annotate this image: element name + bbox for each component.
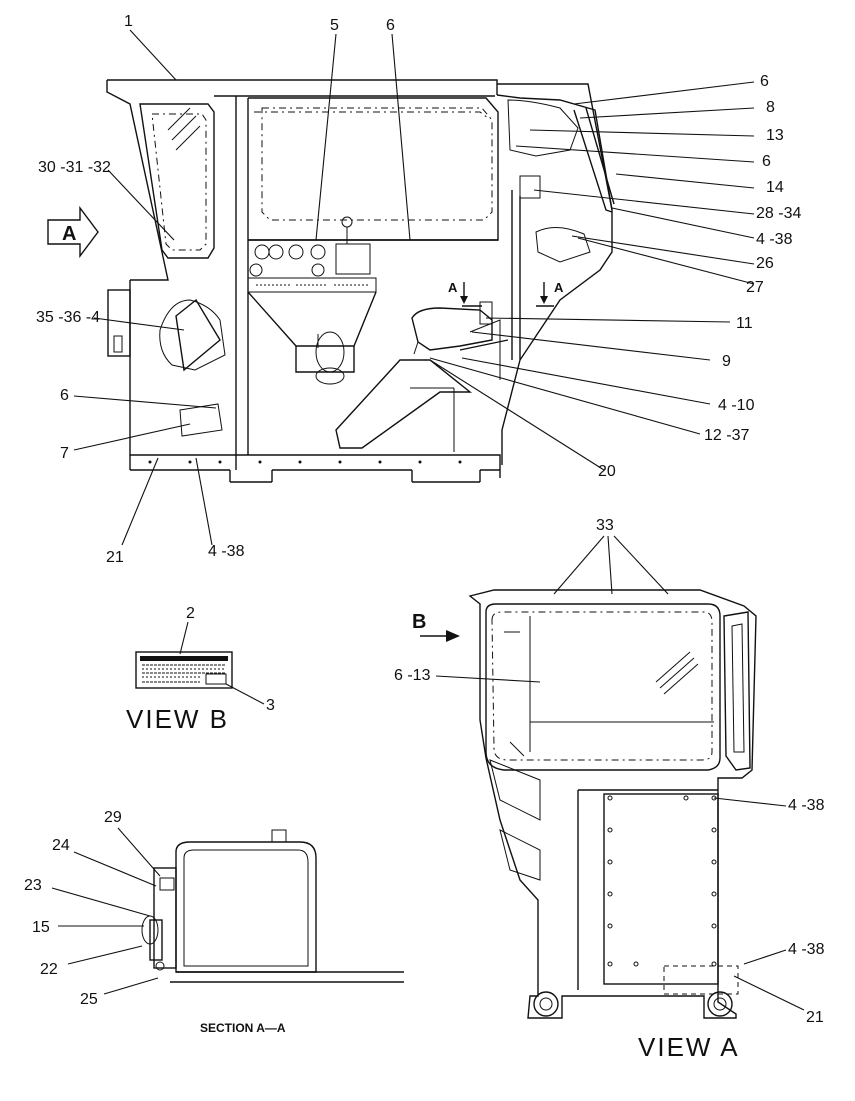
callout-4-38: 4 -38 [788, 797, 825, 814]
callout-4-38: 4 -38 [756, 231, 793, 248]
callout-28-34: 28 -34 [756, 205, 801, 222]
arrow-b-label: B [412, 611, 426, 633]
callout-24: 24 [52, 837, 70, 854]
callout-6: 6 [760, 73, 769, 90]
callout-4-38: 4 -38 [208, 543, 245, 560]
view-a [420, 535, 805, 1019]
callout-21: 21 [106, 549, 124, 566]
section-a-left-label: A [448, 280, 458, 295]
callout-14: 14 [766, 179, 784, 196]
callout-6: 6 [60, 387, 69, 404]
callout-25: 25 [80, 991, 98, 1008]
callout-13: 13 [766, 127, 784, 144]
callout-21: 21 [806, 1009, 824, 1026]
callout-15: 15 [32, 919, 50, 936]
callout-9: 9 [722, 353, 731, 370]
callout-3: 3 [266, 697, 275, 714]
section-a-right-label: A [554, 280, 564, 295]
callout-6: 6 [386, 17, 395, 34]
view-b-title: VIEW B [126, 704, 229, 734]
callout-5: 5 [330, 17, 339, 34]
callout-30-31-32: 30 -31 -32 [38, 159, 111, 176]
callout-6: 6 [762, 153, 771, 170]
callout-33: 33 [596, 517, 614, 534]
callout-11: 11 [736, 315, 753, 332]
callout-2: 2 [186, 605, 195, 622]
callout-1: 1 [124, 13, 133, 30]
callout-26: 26 [756, 255, 774, 272]
arrow-a-label: A [62, 223, 76, 245]
callout-12-37: 12 -37 [704, 427, 749, 444]
view-a-title: VIEW A [638, 1032, 740, 1062]
view-b-decal [135, 621, 265, 705]
callout-4-10: 4 -10 [718, 397, 755, 414]
callout-22: 22 [40, 961, 58, 978]
callout-4-38: 4 -38 [788, 941, 825, 958]
callout-7: 7 [60, 445, 69, 462]
callout-29: 29 [104, 809, 122, 826]
callout-27: 27 [746, 279, 764, 296]
section-a-a [51, 827, 404, 995]
callout-8: 8 [766, 99, 775, 116]
callout-35-36-4: 35 -36 -4 [36, 309, 100, 326]
callout-23: 23 [24, 877, 42, 894]
callout-6-13: 6 -13 [394, 667, 431, 684]
cab-side-view [47, 29, 755, 546]
callout-labels: 1 5 6 6 8 13 6 14 28 -34 4 -38 26 27 11 … [24, 13, 825, 1062]
section-a-a-title: SECTION A—A [200, 1021, 286, 1035]
callout-20: 20 [598, 463, 616, 480]
